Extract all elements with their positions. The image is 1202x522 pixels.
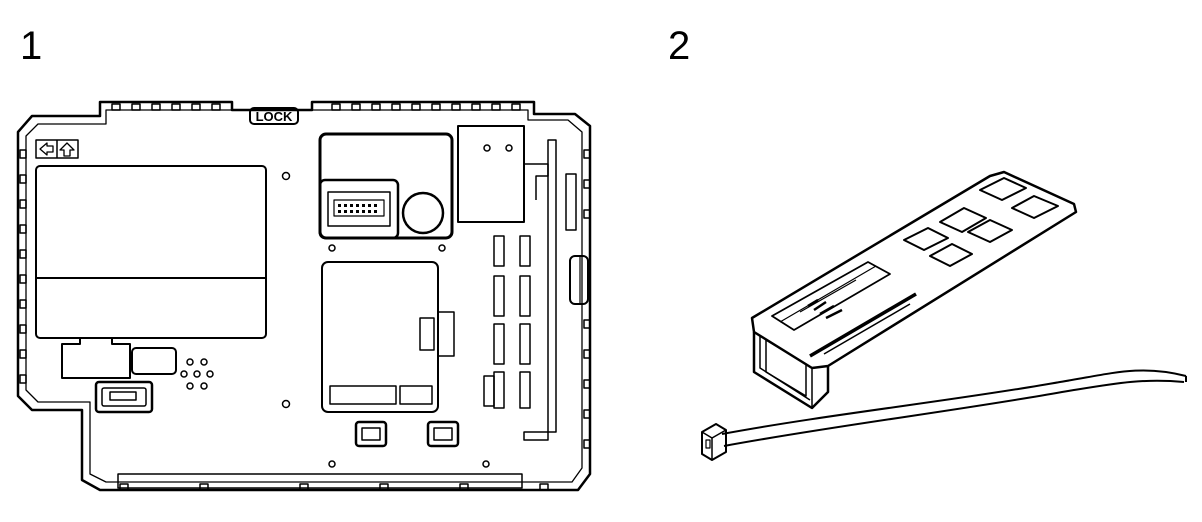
- figure-1-number: 1: [20, 24, 43, 68]
- lock-label: LOCK: [256, 109, 293, 124]
- cable-tie: [701, 369, 1187, 461]
- arrow-up-icon: [59, 142, 75, 157]
- arrow-left-icon: [39, 142, 54, 156]
- mounting-bracket: [750, 170, 1078, 410]
- unit-back-panel: [16, 100, 592, 492]
- figure-2-number: 2: [668, 24, 691, 68]
